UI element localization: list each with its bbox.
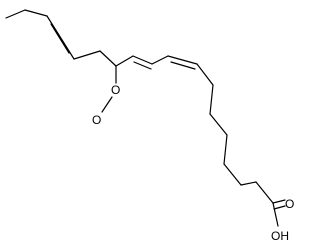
bond-c9-c10 [167,55,198,65]
bond-c15-c16-second [50,23,70,54]
bond-c2-c3 [255,181,274,204]
bond-c8-c9 [196,63,214,86]
atom-labels: O O O OH [92,83,294,243]
carbonyl-oxygen-label: O [285,197,294,211]
bond-c16-c17 [24,9,48,17]
bond-c3-c4 [240,181,257,186]
bond-c17-c18 [5,9,26,19]
bond-c5-c6 [223,134,228,165]
bond-c1-carbonyl-o [272,199,286,204]
bond-c9-c10-second [170,61,196,70]
oxygen-label-2: O [92,113,101,127]
bond-c1-hydroxyl [272,202,279,227]
bond-c1-carbonyl-o-second [273,205,286,210]
hydroxyl-label: OH [271,229,289,243]
bond-c6-c7 [209,113,228,136]
oxygen-label-1: O [111,83,120,97]
bond-c15-c16 [46,15,75,60]
carbon-skeleton [5,9,286,227]
bond-c14-c15 [73,50,101,60]
bond-c12-c13 [115,55,134,67]
bond-c10-c11 [151,55,169,65]
bond-c13-c14 [99,50,117,67]
bond-c4-c5 [223,163,242,186]
bond-c11-c12-second [133,61,152,70]
bond-o1-o2 [101,96,113,113]
bond-c11-c12 [132,55,153,65]
bond-c7-c8 [209,84,214,115]
